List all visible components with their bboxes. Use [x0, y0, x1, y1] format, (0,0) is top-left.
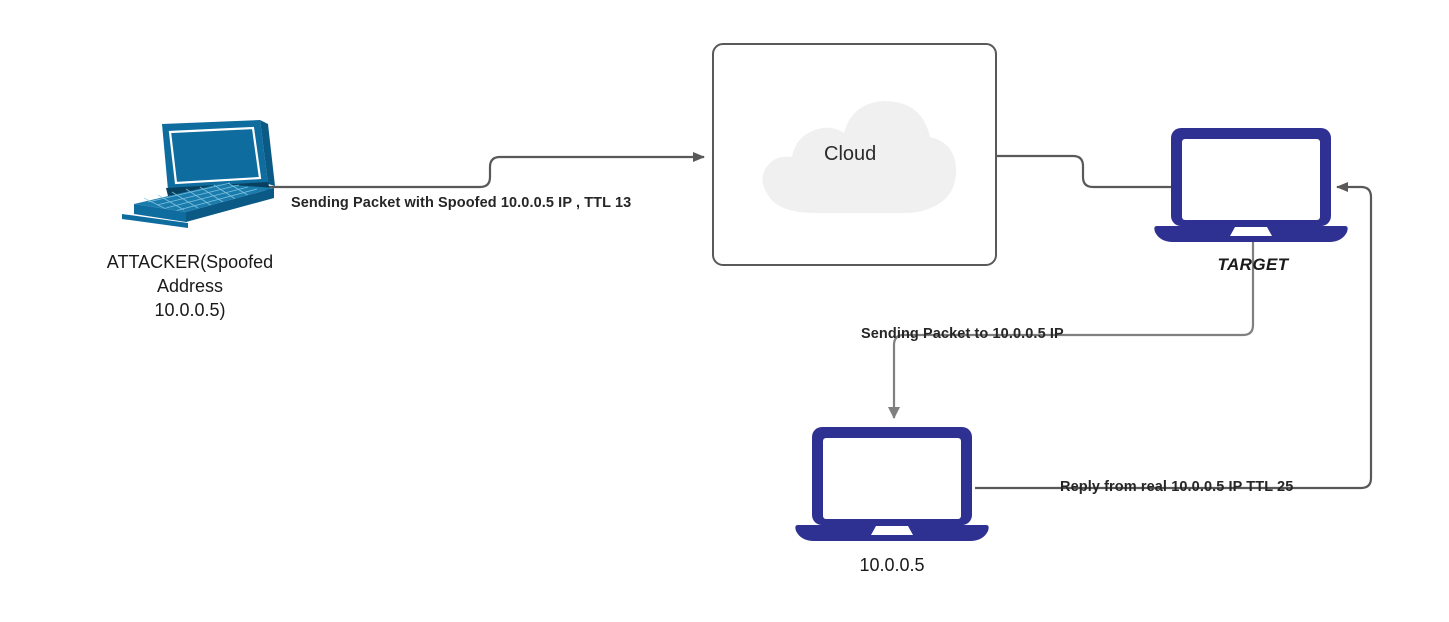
wire-cloud-to-target [997, 154, 1171, 189]
cloud-icon [762, 101, 956, 213]
wire-attacker-to-cloud [265, 152, 705, 189]
node-target[interactable] [1153, 126, 1349, 244]
target-label: TARGET [1217, 255, 1289, 274]
laptop-navy-icon [1154, 128, 1348, 242]
node-attacker[interactable] [108, 118, 278, 228]
cloud-label: Cloud [824, 143, 877, 165]
victim-label: 10.0.0.5 [859, 555, 925, 575]
edge-label-attacker-to-cloud: Sending Packet with Spoofed 10.0.0.5 IP … [291, 195, 632, 211]
laptop-navy-icon [795, 427, 989, 541]
laptop-teal-icon [122, 120, 275, 228]
edge-label-target-to-victim: Sending Packet to 10.0.0.5 IP [861, 326, 1064, 342]
node-cloud[interactable] [748, 95, 962, 215]
edge-label-victim-to-target: Reply from real 10.0.0.5 IP TTL 25 [1060, 479, 1294, 495]
attacker-label: ATTACKER(Spoofed Address 10.0.0.5) [106, 252, 274, 320]
node-victim[interactable] [794, 425, 990, 543]
